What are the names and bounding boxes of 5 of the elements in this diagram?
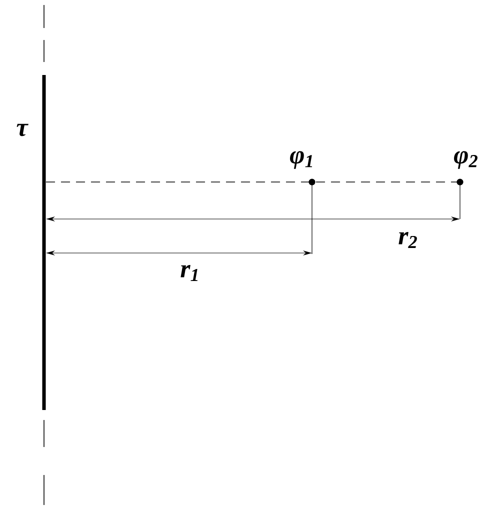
potential-label: φ$_{2}$ [454, 151, 478, 169]
distance-label: r$_{2}$ [398, 232, 417, 248]
charge-label: τ [16, 124, 28, 136]
potential-label: φ$_{1}$ [290, 151, 312, 169]
distance-label: r$_{1}$ [180, 265, 198, 281]
